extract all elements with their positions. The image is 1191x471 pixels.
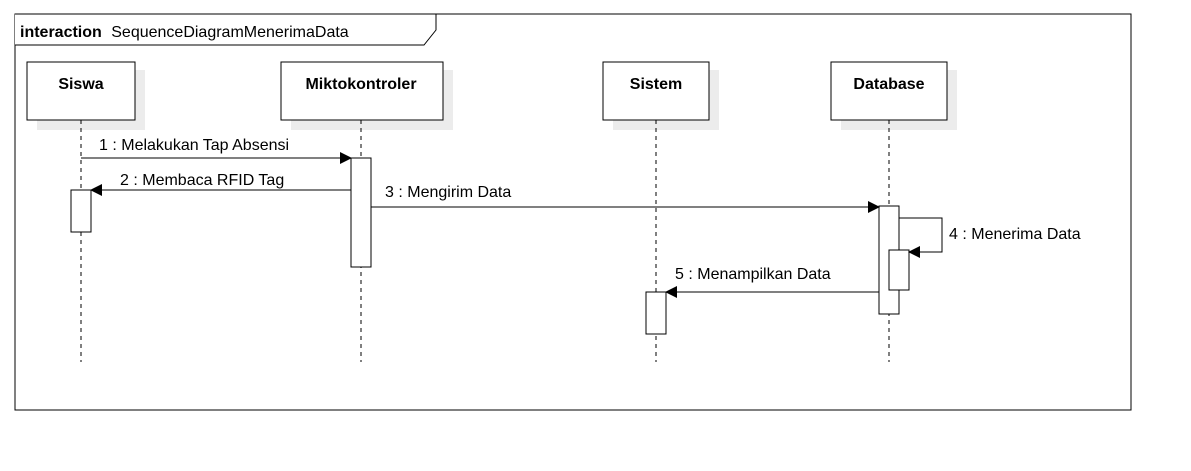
lifeline-siswa: Siswa — [26, 61, 145, 362]
message-5-label: 5 : Menampilkan Data — [675, 266, 831, 283]
activation-mikro — [350, 157, 372, 268]
lifeline-sistem-box — [602, 61, 710, 121]
message-4-arrow — [899, 217, 943, 258]
lifeline-sistem-label: Sistem — [630, 76, 682, 93]
interaction-frame: interaction SequenceDiagramMenerimaData — [14, 13, 1132, 411]
lifeline-mikro-box — [280, 61, 444, 121]
message-3-label: 3 : Mengirim Data — [385, 184, 511, 201]
message-4: 4 : Menerima Data — [899, 217, 1081, 258]
lifeline-database-label: Database — [853, 76, 924, 93]
activation-database-nested — [888, 249, 910, 291]
lifeline-siswa-box — [26, 61, 136, 121]
message-2-label: 2 : Membaca RFID Tag — [120, 172, 284, 189]
message-2: 2 : Membaca RFID Tag — [90, 172, 351, 196]
svg-text:interaction SequenceDiag: interaction SequenceDiagramMenerimaData — [20, 24, 349, 41]
frame-tab — [15, 13, 437, 46]
message-1-label: 1 : Melakukan Tap Absensi — [99, 137, 289, 154]
activation-sistem — [645, 291, 667, 335]
activation-siswa — [70, 189, 92, 233]
lifeline-siswa-label: Siswa — [58, 76, 103, 93]
frame-title: SequenceDiagramMenerimaData — [111, 24, 349, 41]
message-1: 1 : Melakukan Tap Absensi — [81, 137, 352, 164]
lifeline-mikro-label: Miktokontroler — [305, 76, 416, 93]
message-3: 3 : Mengirim Data — [371, 184, 880, 213]
lifeline-database-box — [830, 61, 948, 121]
lifeline-mikrokontroler: Miktokontroler — [280, 61, 453, 362]
message-5: 5 : Menampilkan Data — [665, 266, 879, 298]
message-4-label: 4 : Menerima Data — [949, 226, 1081, 243]
lifeline-sistem: Sistem — [602, 61, 719, 362]
frame-keyword: interaction — [20, 24, 102, 41]
lifeline-database: Database — [830, 61, 957, 362]
